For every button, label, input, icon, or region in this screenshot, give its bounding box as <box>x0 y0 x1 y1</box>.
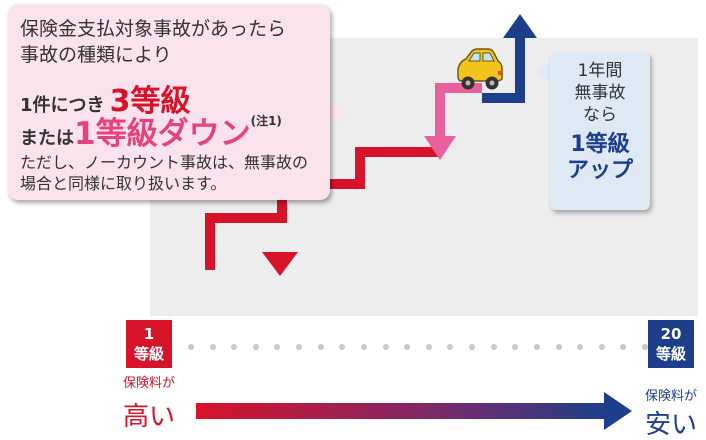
grade-dot <box>360 344 367 350</box>
noaccident-line1: 1年間 <box>577 61 623 81</box>
grade-20-unit: 等級 <box>655 345 686 363</box>
price-gradient-bar <box>196 403 606 419</box>
left-price-value: 高い <box>122 402 175 432</box>
grade-dot <box>577 344 584 350</box>
grade-dot <box>188 344 194 350</box>
grade-dot <box>425 344 432 350</box>
grade-dot <box>490 344 497 350</box>
one-grade-down-text: 1等級ダウン <box>74 116 251 152</box>
grade-dot <box>598 344 605 350</box>
red-down-arrowhead <box>262 252 298 276</box>
right-price-label: 保険料が <box>644 389 697 404</box>
grade-dot <box>533 344 540 350</box>
grade-dot <box>209 344 216 350</box>
grade-dot <box>555 344 562 350</box>
noncount-note: ただし、ノーカウント事故は、無事故の場合と同様に取り扱います。 <box>20 153 309 193</box>
right-price-value: 安い <box>644 410 697 440</box>
grade-1-badge: 1 等級 <box>126 320 172 368</box>
grade-dot <box>296 344 303 350</box>
noaccident-callout-tail <box>536 62 551 82</box>
grade-dot <box>620 344 627 350</box>
blue-grade-up-path <box>482 32 525 103</box>
grade-dot <box>274 344 281 350</box>
accident-three-grade-line: 1件につき 3等級 <box>20 76 191 120</box>
note-mark: (注1) <box>250 114 282 128</box>
per-case-text: 1件につき <box>20 95 105 116</box>
accident-one-grade-line: または1等級ダウン(注1) <box>20 108 282 153</box>
car-icon <box>457 48 503 90</box>
grade-dot <box>447 344 454 350</box>
one-grade-text: 1等級 <box>570 132 630 157</box>
three-grade-text: 3等級 <box>109 84 191 119</box>
grade-1-number: 1 <box>143 325 155 343</box>
grade-20-number: 20 <box>660 325 682 343</box>
or-text: または <box>20 128 74 149</box>
grade-dot <box>231 344 238 350</box>
grade-1-unit: 等級 <box>133 345 164 363</box>
grade-dot <box>512 344 519 350</box>
accident-callout-tail <box>326 100 348 128</box>
price-arrowhead <box>604 392 632 430</box>
accident-callout: 保険金支払対象事故があったら 事故の種類により 1件につき 3等級 または1等級… <box>8 4 330 200</box>
grade-dot <box>252 344 259 350</box>
grade-dot <box>317 344 324 350</box>
grade-dot <box>382 344 389 350</box>
grade-dots <box>188 344 648 350</box>
pink-down-arrowhead <box>424 136 456 160</box>
up-text: アップ <box>566 158 633 183</box>
blue-up-arrowhead <box>503 14 537 38</box>
grade-20-badge: 20 等級 <box>648 320 694 368</box>
accident-line2: 事故の種類により <box>20 44 172 66</box>
grade-dot <box>642 344 648 350</box>
noaccident-line3: なら <box>583 105 617 125</box>
grade-dot <box>469 344 476 350</box>
noaccident-callout: 1年間 無事故 なら 1等級 アップ <box>550 52 650 210</box>
grade-dot <box>404 344 411 350</box>
grade-dot <box>339 344 346 350</box>
accident-line1: 保険金支払対象事故があったら <box>20 18 287 40</box>
noaccident-line2: 無事故 <box>574 83 626 103</box>
left-price-label: 保険料が <box>122 376 175 391</box>
pink-grade-down-path <box>435 83 482 140</box>
